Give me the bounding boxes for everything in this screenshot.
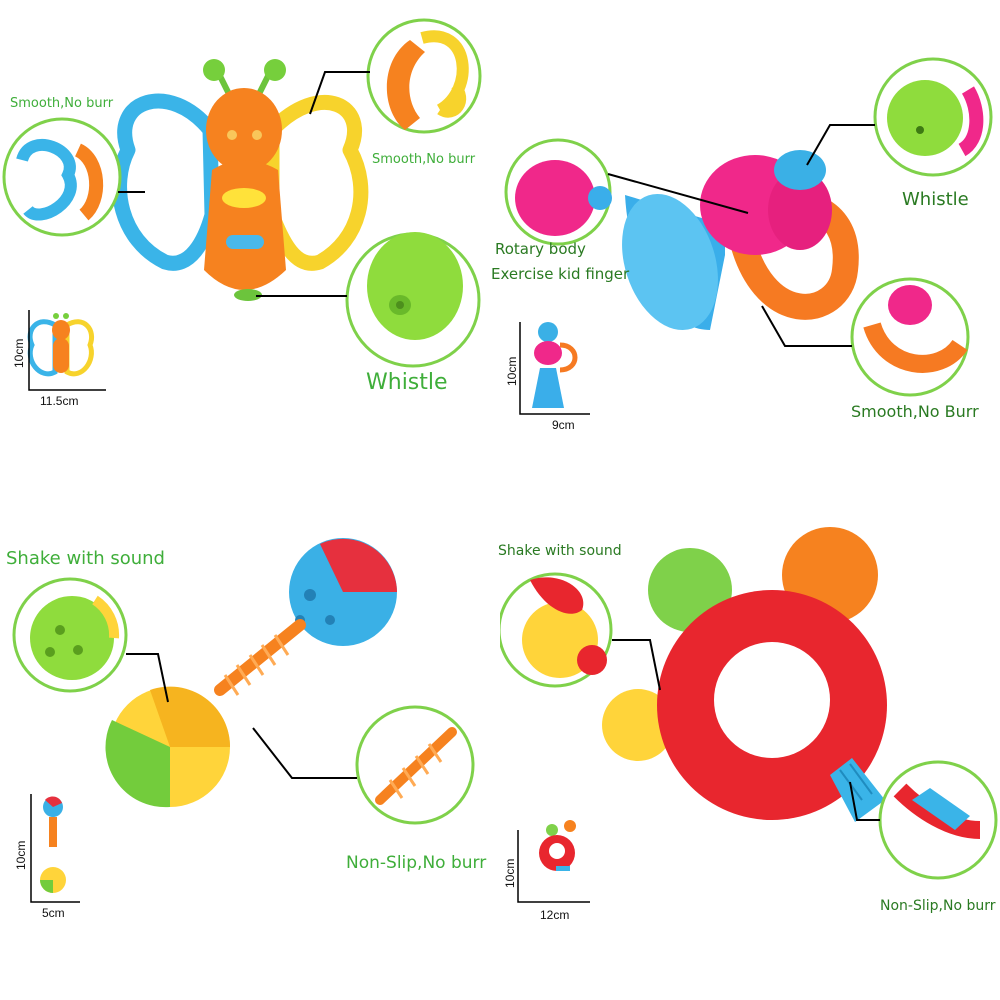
dumbbell-rattle-panel: Shake with sound Non-Slip,No burr 10cm 5…: [0, 500, 500, 1000]
label-exercise-kid-finger: Exercise kid finger: [491, 265, 630, 283]
dim-height: 10cm: [12, 338, 26, 368]
dim-height: 10cm: [503, 858, 517, 888]
butterfly-thumbnail: [27, 313, 94, 377]
dim-height: 10cm: [14, 840, 28, 870]
ring-thumbnail: [539, 820, 576, 871]
label-smooth-no-burr-left: Smooth,No burr: [10, 96, 114, 111]
dim-width: 12cm: [540, 908, 570, 922]
label-whistle: Whistle: [902, 189, 969, 210]
label-smooth-no-burr: Smooth,No Burr: [851, 402, 979, 421]
dim-height: 10cm: [505, 356, 519, 386]
ring-rattle-panel: Shake with sound Non-Slip,No burr 10cm 1…: [498, 500, 1000, 1000]
dumbbell-thumbnail: [40, 796, 66, 893]
label-shake-with-sound: Shake with sound: [6, 548, 165, 569]
dim-width: 11.5cm: [40, 394, 79, 408]
ring-rattle-illustration: [500, 527, 998, 903]
label-non-slip-no-burr: Non-Slip,No burr: [346, 853, 487, 873]
label-shake-with-sound: Shake with sound: [498, 543, 622, 559]
trumpet-rattle-illustration: [504, 57, 993, 415]
trumpet-thumbnail: [532, 322, 578, 408]
butterfly-rattle-illustration: [2, 18, 482, 391]
trumpet-rattle-panel: Whistle Rotary body Exercise kid finger …: [491, 0, 1000, 500]
dumbbell-rattle-illustration: [12, 538, 475, 903]
butterfly-rattle-panel: Smooth,No burr Smooth,No burr Whistle 10…: [0, 0, 500, 500]
dim-width: 5cm: [42, 906, 65, 920]
label-whistle: Whistle: [366, 370, 448, 395]
label-non-slip-no-burr: Non-Slip,No burr: [880, 898, 996, 914]
label-rotary-body: Rotary body: [495, 240, 586, 258]
label-smooth-no-burr-right: Smooth,No burr: [372, 152, 476, 167]
dim-width: 9cm: [552, 418, 575, 432]
